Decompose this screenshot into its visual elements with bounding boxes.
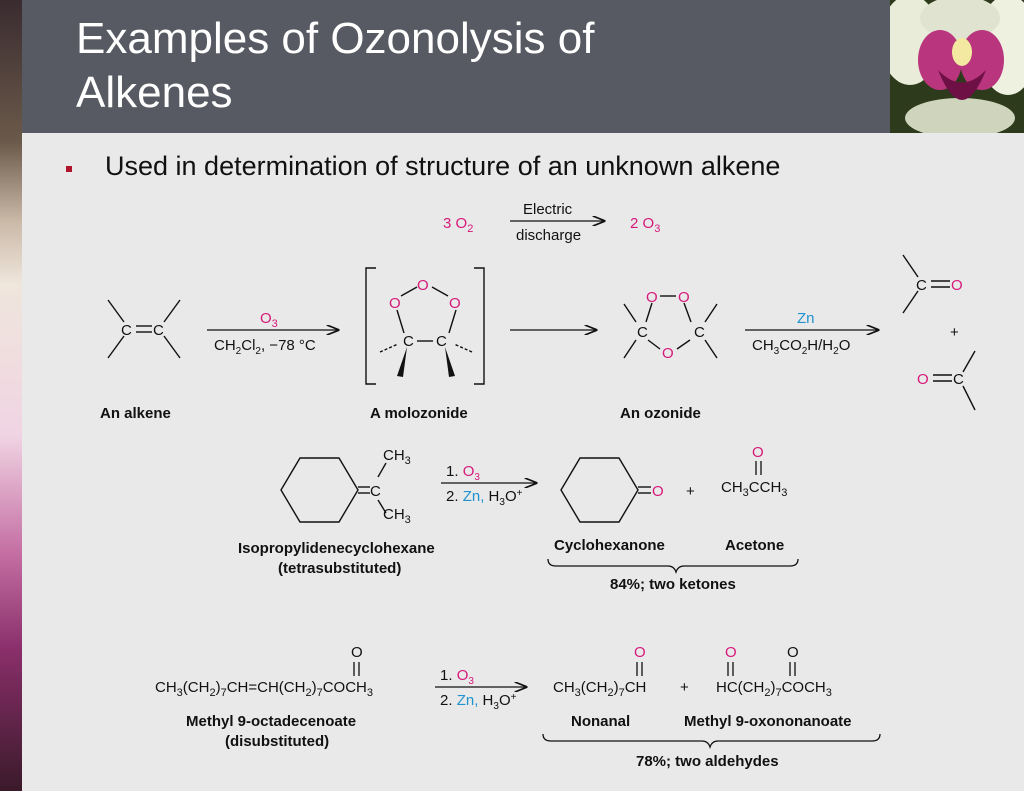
cyclohexanone-ring xyxy=(560,457,639,523)
title-line-2: Alkenes xyxy=(76,68,233,117)
molozonide-label: A molozonide xyxy=(370,405,468,422)
ex1-reactant-note: (tetrasubstituted) xyxy=(278,560,401,577)
ex1-brace xyxy=(547,558,799,575)
isopropylidene-carbon: C xyxy=(370,483,381,500)
molozonide-oxygen-right: O xyxy=(449,295,461,312)
molozonide-wedge-left xyxy=(397,347,407,377)
ex1-step2: 2. Zn, H3O+ xyxy=(446,488,523,508)
product-carbon-top: C xyxy=(916,277,927,294)
title-line-1: Examples of Ozonolysis of xyxy=(76,14,595,63)
ozonide-oxygen-bottom: O xyxy=(662,345,674,362)
cyclohexanone-oxygen: O xyxy=(652,483,664,500)
molozonide-wedge-right xyxy=(445,347,455,377)
ex2-brace xyxy=(542,733,881,750)
condition-discharge: discharge xyxy=(516,227,581,244)
orchid-photo xyxy=(890,0,1024,133)
ex2-reactant-name: Methyl 9-octadecenoate xyxy=(186,713,356,730)
alkene-carbon-left: C xyxy=(121,322,132,339)
slide-content xyxy=(22,133,1024,791)
molozonide-carbon-right: C xyxy=(436,333,447,350)
condition-electric: Electric xyxy=(523,201,573,218)
product-carbon-bottom: C xyxy=(953,371,964,388)
ex1-step1: 1. O3 xyxy=(446,463,480,483)
ex2-step1: 1. O3 xyxy=(440,667,474,687)
ozone-product: 2 O3 xyxy=(630,215,660,235)
oxononanoate-aldehyde-oxygen: O xyxy=(725,644,737,661)
ozonide-carbon-left: C xyxy=(637,324,648,341)
ozonide-label: An ozonide xyxy=(620,405,701,422)
ex2-reactant-formula: CH3(CH2)7CH=CH(CH2)7COCH3 xyxy=(155,679,373,699)
step1-reagent: O3 xyxy=(260,310,278,330)
nonanal-formula: CH3(CH2)7CH xyxy=(553,679,646,699)
oxononanoate-ester-oxygen: O xyxy=(787,644,799,661)
step1-conditions: CH2Cl2, −78 °C xyxy=(214,337,316,357)
ozonide-carbon-right: C xyxy=(694,324,705,341)
molozonide-structure xyxy=(365,267,485,385)
slide-title: Examples of Ozonolysis of Alkenes xyxy=(76,12,796,120)
ex2-yield: 78%; two aldehydes xyxy=(636,753,779,770)
oxygen-reactant: 3 O2 xyxy=(443,215,473,235)
ex1-product1-name: Cyclohexanone xyxy=(554,537,665,554)
acetone-oxygen: O xyxy=(752,444,764,461)
ex2-reactant-note: (disubstituted) xyxy=(225,733,329,750)
title-bar xyxy=(22,0,890,133)
oxononanoate-formula: HC(CH2)7COCH3 xyxy=(716,679,832,699)
ozonide-oxygen-top-left: O xyxy=(646,289,658,306)
left-orchid-strip xyxy=(0,0,22,791)
molozonide-carbon-left: C xyxy=(403,333,414,350)
ex2-reactant-oxygen: O xyxy=(351,644,363,661)
ex1-product2-name: Acetone xyxy=(725,537,784,554)
ozone-generation: 3 O2 Electric discharge 2 O3 xyxy=(443,201,660,244)
ex2-product2-name: Methyl 9-oxononanoate xyxy=(684,713,852,730)
methyl-top: CH3 xyxy=(383,447,411,467)
carbonyl-products xyxy=(902,254,976,411)
ozonide-oxygen-top-right: O xyxy=(678,289,690,306)
ex1-reactant-name: Isopropylidenecyclohexane xyxy=(238,540,435,557)
molozonide-oxygen-top: O xyxy=(417,277,429,294)
nonanal-oxygen: O xyxy=(634,644,646,661)
product-oxygen-top: O xyxy=(951,277,963,294)
product-oxygen-bottom: O xyxy=(917,371,929,388)
ex2-plus: + xyxy=(680,679,689,696)
ozonide-structure xyxy=(623,295,718,359)
products-plus: + xyxy=(950,324,959,341)
alkene-structure xyxy=(107,299,181,359)
acetone-formula: CH3CCH3 xyxy=(721,479,787,499)
ex2-product1-name: Nonanal xyxy=(571,713,630,730)
bullet-text: Used in determination of structure of an… xyxy=(105,151,781,181)
alkene-carbon-right: C xyxy=(153,322,164,339)
step3-reagent: Zn xyxy=(797,310,815,327)
bullet-marker xyxy=(66,166,72,172)
methyl-bottom: CH3 xyxy=(383,506,411,526)
cyclohexane-ring xyxy=(280,457,359,523)
molozonide-oxygen-left: O xyxy=(389,295,401,312)
step3-conditions: CH3CO2H/H2O xyxy=(752,337,850,357)
alkene-label: An alkene xyxy=(100,405,171,422)
ex2-step2: 2. Zn, H3O+ xyxy=(440,692,517,712)
ex1-plus: + xyxy=(686,483,695,500)
ex1-yield: 84%; two ketones xyxy=(610,576,736,593)
methyl-bond-bottom xyxy=(377,499,387,514)
methyl-bond-top xyxy=(377,462,387,478)
